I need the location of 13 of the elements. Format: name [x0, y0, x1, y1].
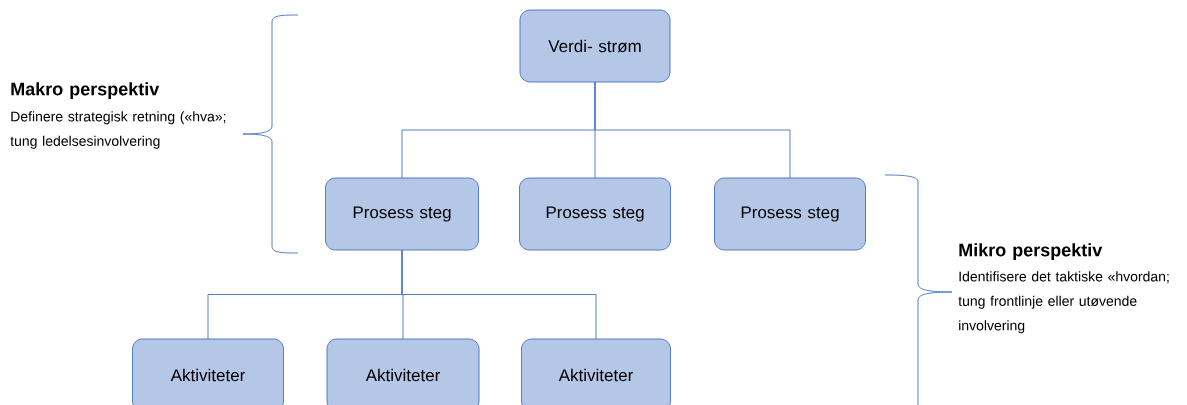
process-box: Aktiviteter — [132, 338, 284, 405]
process-box: Aktiviteter — [326, 338, 480, 405]
heading: Mikro perspektiv — [959, 243, 1103, 260]
process-box: Prosess steg — [714, 177, 866, 251]
process-box: Prosess steg — [519, 177, 671, 251]
process-box: Prosess steg — [325, 177, 479, 251]
connector — [401, 249, 597, 340]
connector — [594, 81, 791, 179]
description-text: Definere strategisk retning («hva»; tung ledelsesinvolvering — [10, 111, 226, 149]
heading: Makro perspektiv — [11, 82, 160, 99]
process-box: Aktiviteter — [521, 338, 671, 405]
description-text: Identifisere det taktiske «hvordan; tung frontlinje eller utøvende involvering — [958, 271, 1169, 334]
process-box: Verdi- strøm — [519, 9, 671, 83]
